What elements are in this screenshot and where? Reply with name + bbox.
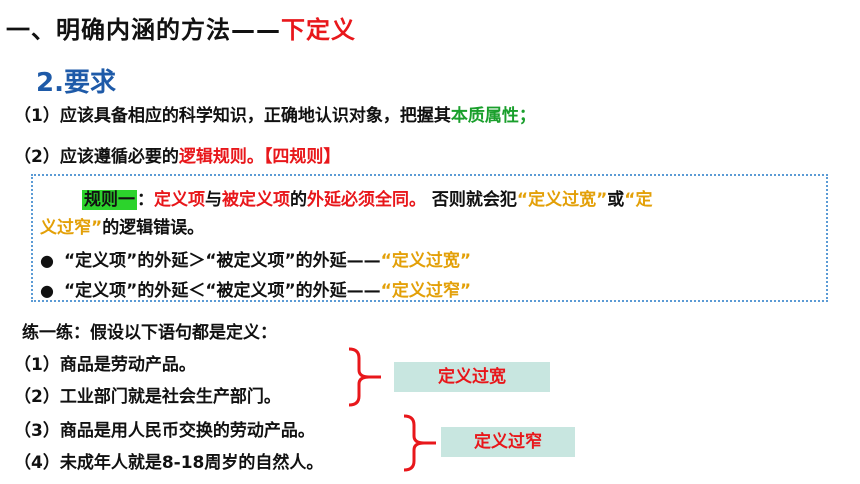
brace-wide-icon xyxy=(348,347,381,407)
practice-item-2: （2）工业部门就是社会生产部门。 xyxy=(14,387,281,407)
rule-bullet-wide: ● “定义项”的外延＞“被定义项”的外延——“定义过宽” xyxy=(40,246,471,271)
rule-err-narrow-b: 义过窄” xyxy=(40,218,103,238)
rule-bullet-narrow: ● “定义项”的外延＜“被定义项”的外延——“定义过窄” xyxy=(40,276,471,301)
rule-err-narrow-a: “定 xyxy=(624,190,653,210)
bullet-wide-text: “定义项”的外延＞“被定义项”的外延—— xyxy=(63,251,381,271)
requirement-2: （2）应该遵循必要的逻辑规则。【四规则】 xyxy=(14,142,340,167)
rule-term-1: 定义项 xyxy=(154,190,205,210)
section-title: 2.要求 xyxy=(36,68,116,98)
rule-otherwise: 否则就会犯 xyxy=(426,190,517,210)
requirement-1: （1）应该具备相应的科学知识，正确地认识对象，把握其本质属性； xyxy=(14,101,536,126)
rule-err-wide: “定义过宽” xyxy=(516,190,608,210)
rule-de: 的 xyxy=(290,190,307,210)
title-prefix: 一、明确内涵的方法—— xyxy=(6,16,281,44)
rule-one-line-2: 义过窄”的逻辑错误。 xyxy=(40,213,204,238)
brace-narrow-icon xyxy=(403,414,436,472)
rule-one-label: 规则一 xyxy=(82,190,137,210)
practice-intro: 练一练：假设以下语句都是定义： xyxy=(22,323,277,343)
requirement-1-highlight: 本质属性； xyxy=(450,106,536,126)
requirement-2-text: （2）应该遵循必要的 xyxy=(14,147,179,167)
tag-definition-too-narrow: 定义过窄 xyxy=(441,427,575,457)
page-title: 一、明确内涵的方法——下定义 xyxy=(6,10,356,45)
bullet-narrow-result: “定义过窄” xyxy=(380,281,472,301)
practice-item-1: （1）商品是劳动产品。 xyxy=(14,355,196,375)
bullet-dot-icon: ● xyxy=(40,281,54,300)
title-highlight: 下定义 xyxy=(281,16,356,44)
rule-tail: 的逻辑错误。 xyxy=(102,218,205,238)
rule-colon: ： xyxy=(137,190,154,210)
practice-item-4: （4）未成年人就是8-18周岁的自然人。 xyxy=(14,453,324,473)
bullet-dot-icon: ● xyxy=(40,251,54,270)
rule-main: 外延必须全同。 xyxy=(307,190,426,210)
rule-one-box xyxy=(31,174,828,302)
requirement-1-text: （1）应该具备相应的科学知识，正确地认识对象，把握其 xyxy=(14,106,451,126)
practice-item-3: （3）商品是用人民币交换的劳动产品。 xyxy=(14,421,315,441)
rule-one-line-1: 规则一：定义项与被定义项的外延必须全同。 否则就会犯“定义过宽”或“定 xyxy=(82,185,652,210)
rule-term-2: 被定义项 xyxy=(222,190,290,210)
requirement-2-highlight: 逻辑规则。【四规则】 xyxy=(178,147,341,167)
bullet-narrow-text: “定义项”的外延＜“被定义项”的外延—— xyxy=(63,281,381,301)
bullet-wide-result: “定义过宽” xyxy=(380,251,472,271)
rule-and: 与 xyxy=(205,190,222,210)
rule-or: 或 xyxy=(607,190,625,210)
tag-definition-too-wide: 定义过宽 xyxy=(394,362,550,392)
